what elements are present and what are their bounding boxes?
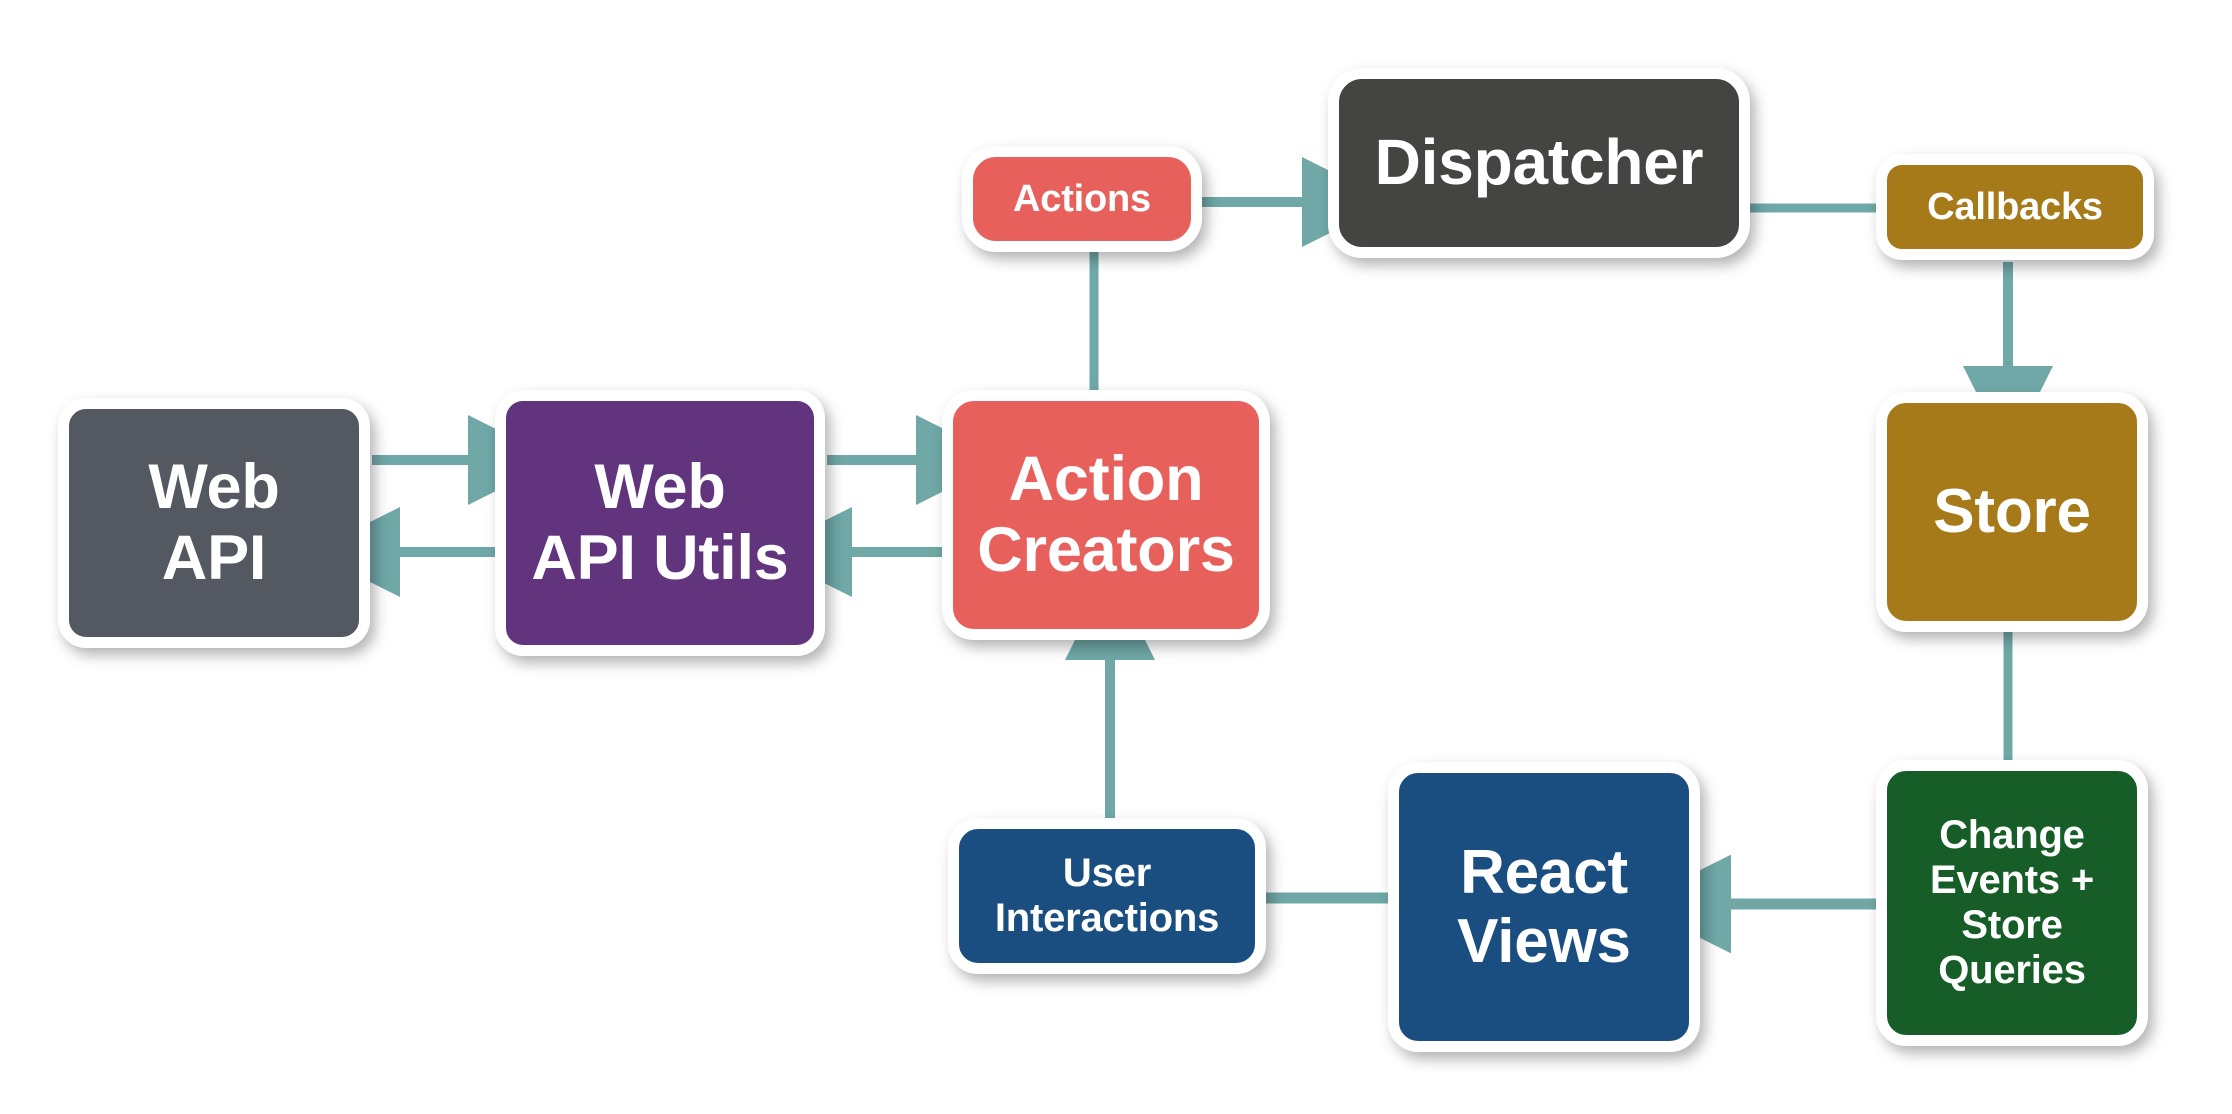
node-action-creators-label: Action Creators (977, 444, 1235, 585)
node-user-interactions-label: User Interactions (994, 851, 1220, 940)
node-dispatcher-label: Dispatcher (1374, 126, 1704, 199)
node-web-api-utils-label: Web API Utils (531, 452, 789, 593)
node-actions-label: Actions (1013, 177, 1151, 220)
node-user-interactions[interactable]: User Interactions (948, 818, 1266, 974)
node-web-api-label: Web API (148, 452, 280, 593)
node-change-events-store-queries[interactable]: Change Events + Store Queries (1876, 760, 2148, 1046)
node-store-label: Store (1933, 477, 2091, 547)
node-callbacks-label: Callbacks (1927, 185, 2103, 228)
node-change-events-label: Change Events + Store Queries (1929, 813, 2095, 992)
node-web-api-utils[interactable]: Web API Utils (495, 390, 825, 656)
node-dispatcher[interactable]: Dispatcher (1328, 68, 1750, 258)
node-web-api[interactable]: Web API (58, 398, 370, 648)
node-react-views-label: React Views (1457, 837, 1631, 976)
node-store[interactable]: Store (1876, 392, 2148, 632)
node-react-views[interactable]: React Views (1388, 762, 1700, 1052)
node-callbacks[interactable]: Callbacks (1876, 154, 2154, 260)
node-action-creators[interactable]: Action Creators (942, 390, 1270, 640)
node-actions[interactable]: Actions (962, 146, 1202, 252)
